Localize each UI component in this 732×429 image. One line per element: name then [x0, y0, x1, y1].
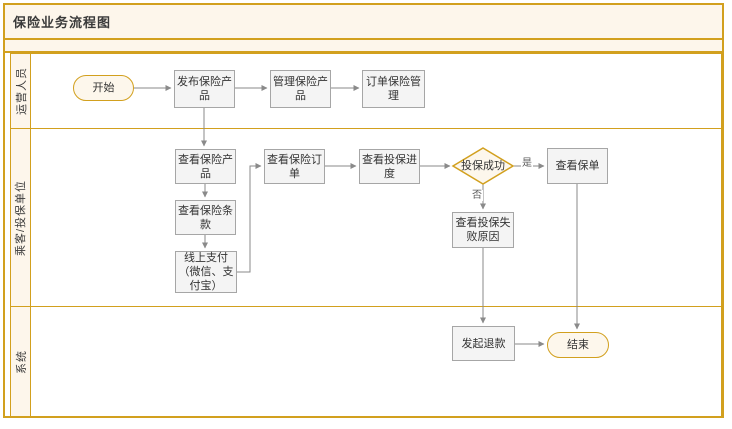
node-view-progress: 查看投保进度: [359, 149, 420, 184]
node-view-policy: 查看保单: [547, 148, 608, 184]
node-order-insurance-mgmt: 订单保险管理: [362, 70, 425, 108]
node-view-product: 查看保险产品: [175, 149, 236, 184]
decision-diamond-shape: [451, 147, 515, 185]
lane-label-customer: 乘客/投保单位: [11, 129, 31, 306]
node-view-order: 查看保险订单: [264, 149, 325, 184]
lane-operations: 运营人员: [11, 54, 721, 129]
title-band: 保险业务流程图: [5, 5, 722, 40]
edge-label-yes: 是: [521, 158, 533, 169]
node-initiate-refund: 发起退款: [452, 326, 515, 361]
lane-customer: 乘客/投保单位: [11, 129, 721, 307]
lane-label-operations: 运营人员: [11, 54, 31, 128]
node-view-terms: 查看保险条款: [175, 200, 236, 235]
diagram-title: 保险业务流程图: [13, 15, 112, 30]
lane-system: 系统: [11, 307, 721, 416]
edge-label-no: 否: [471, 190, 483, 201]
node-start: 开始: [73, 75, 134, 101]
node-end: 结束: [547, 332, 609, 358]
swimlane-pool: 运营人员 乘客/投保单位 系统: [10, 53, 722, 417]
node-view-fail-reason: 查看投保失败原因: [452, 212, 514, 248]
node-publish-product: 发布保险产品: [174, 70, 235, 108]
pool-header-band: [5, 40, 722, 53]
decision-insure-success: 投保成功: [461, 160, 505, 172]
lane-label-system: 系统: [11, 307, 31, 416]
node-manage-product: 管理保险产品: [270, 70, 331, 108]
node-online-payment: 线上支付（微信、支付宝）: [175, 251, 237, 293]
